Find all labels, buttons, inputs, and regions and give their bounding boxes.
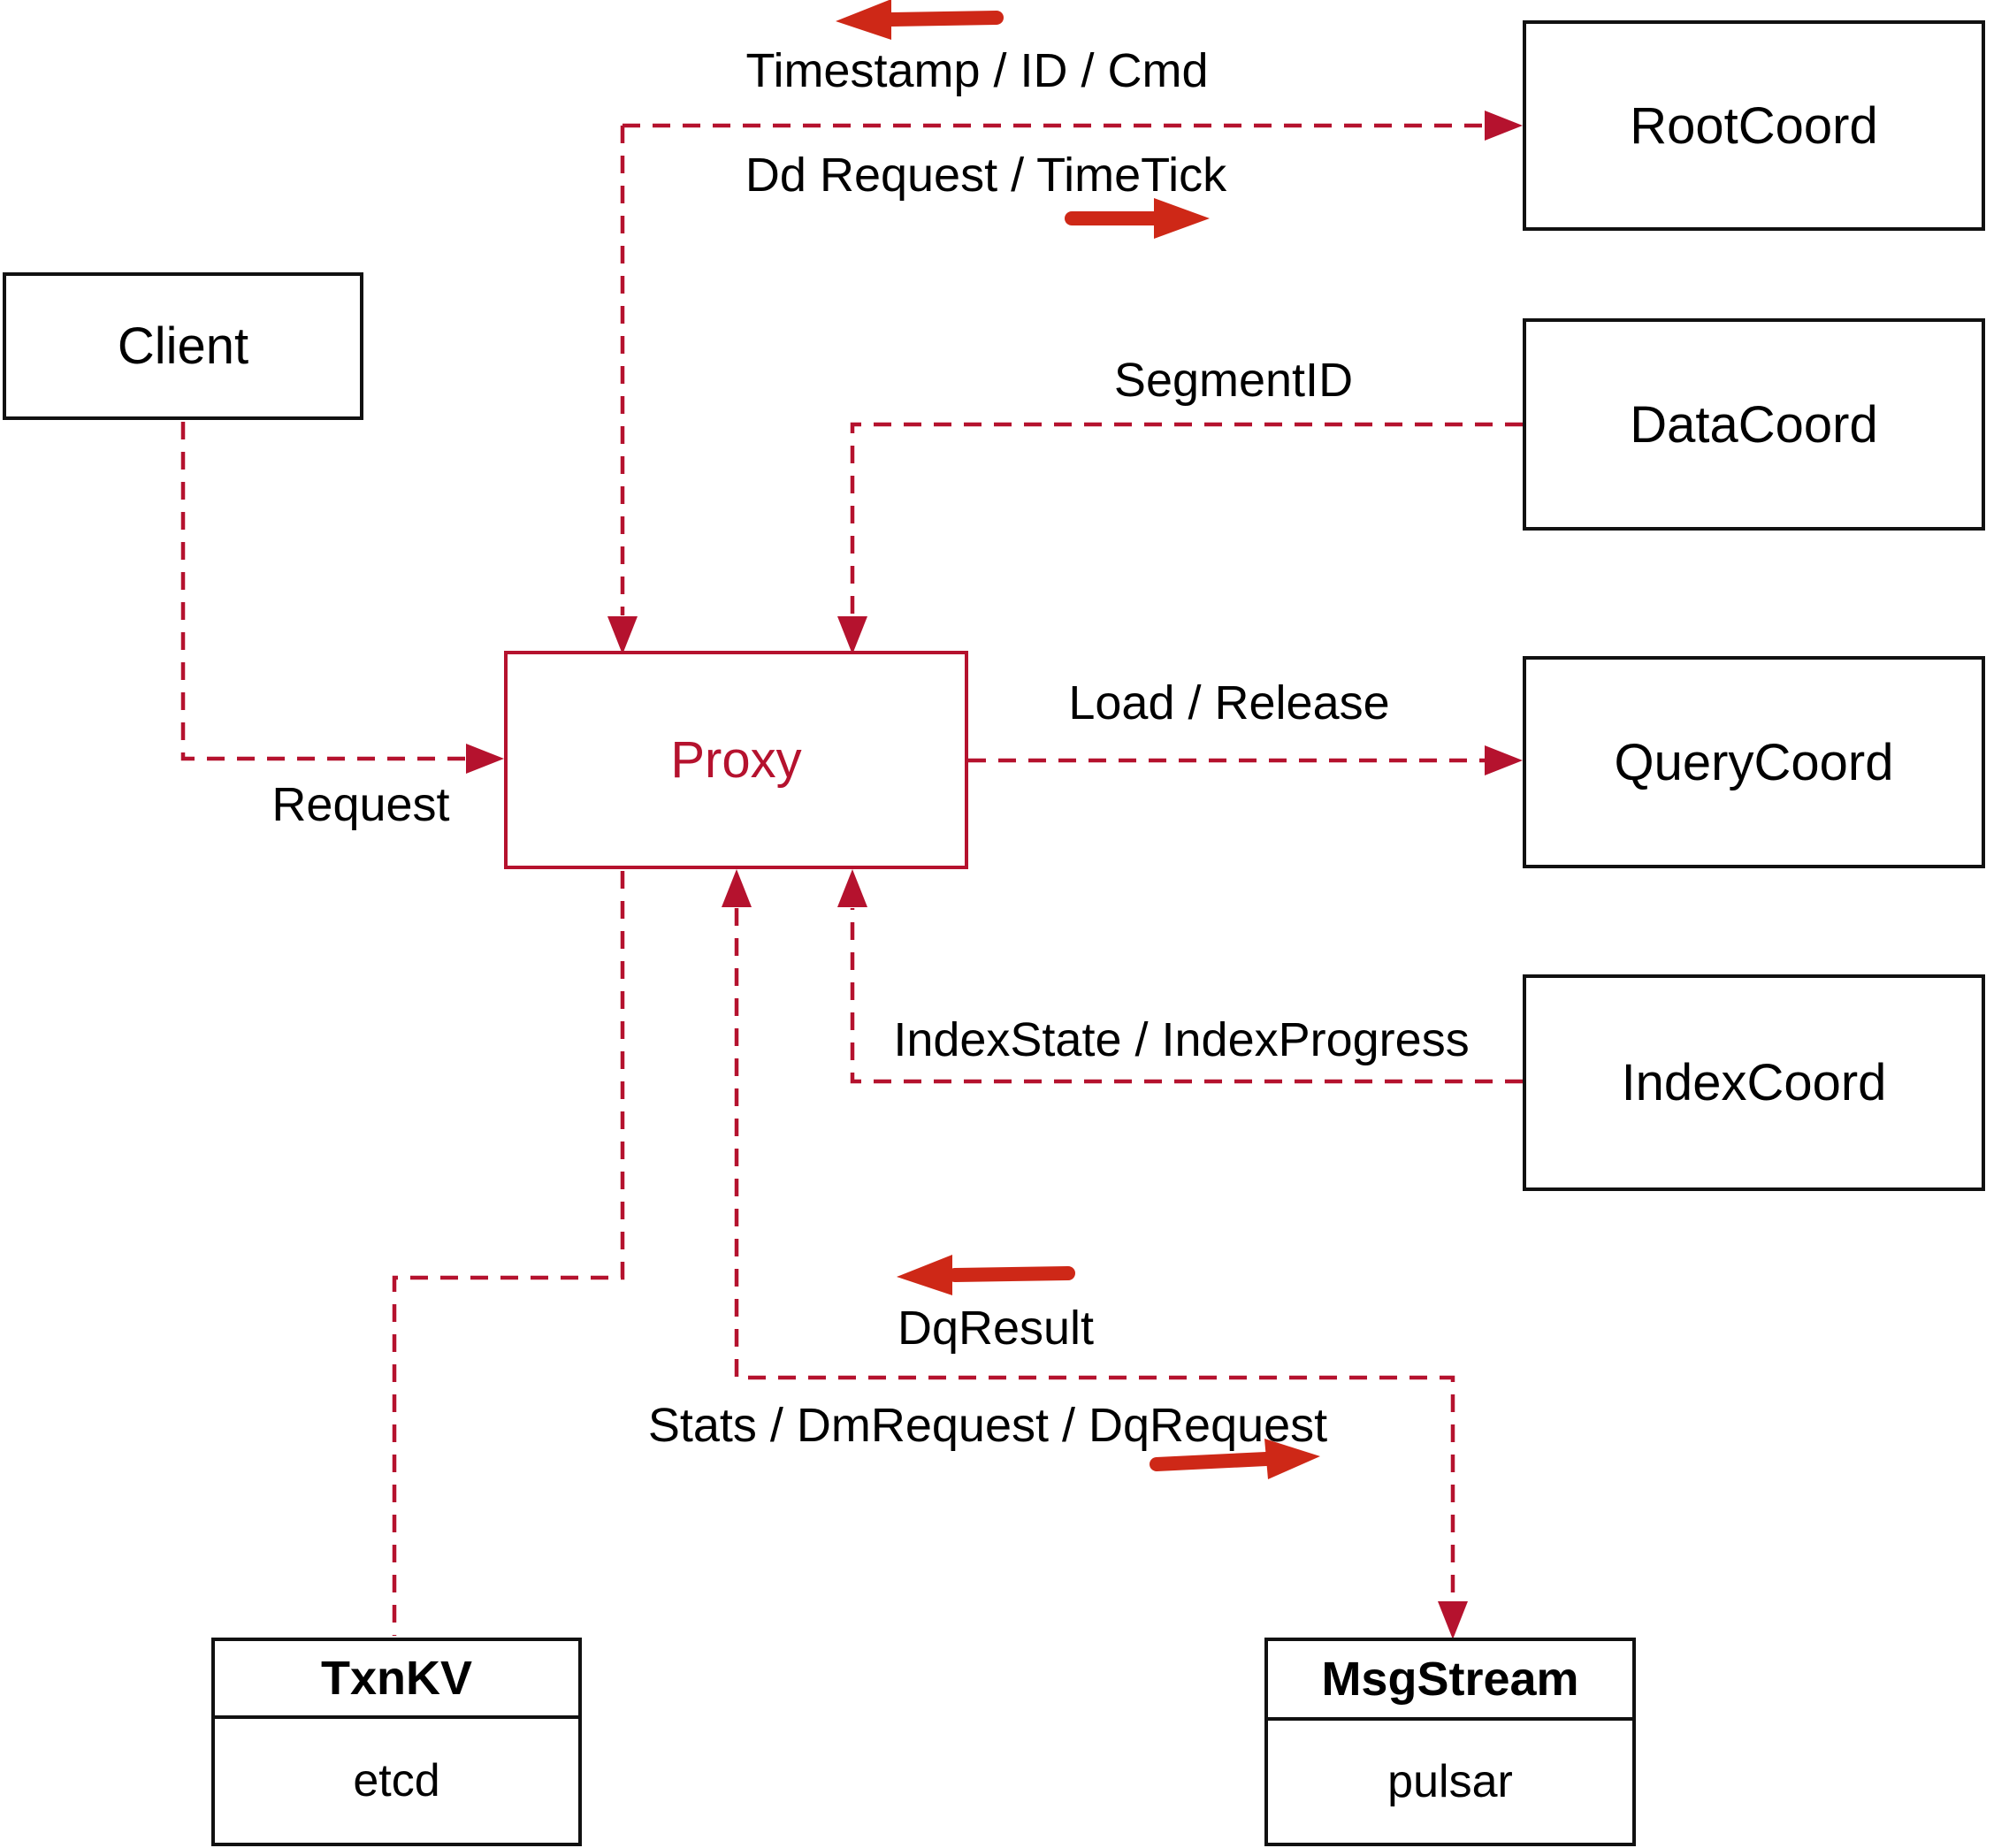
edge-label-stats-dmrequest-dqrequest: Stats / DmRequest / DqRequest bbox=[647, 1399, 1328, 1452]
msgstream-subtitle: pulsar bbox=[1387, 1756, 1513, 1807]
arrowhead-into-proxy-top-right-icon bbox=[837, 616, 867, 654]
arrowhead-into-proxy-left-icon bbox=[466, 744, 504, 774]
edge-label-indexstate-indexprogress: IndexState / IndexProgress bbox=[893, 1013, 1470, 1066]
txnkv-subtitle: etcd bbox=[353, 1755, 440, 1806]
edge-client-proxy bbox=[180, 422, 465, 761]
msgstream-title: MsgStream bbox=[1268, 1641, 1632, 1721]
edge-proxy-msgstream bbox=[734, 908, 1455, 1600]
txnkv-title: TxnKV bbox=[215, 1641, 578, 1719]
node-indexcoord: IndexCoord bbox=[1523, 974, 1985, 1191]
node-txnkv: TxnKV etcd bbox=[211, 1638, 582, 1846]
arrowheads bbox=[466, 111, 1523, 1639]
arrowhead-into-proxy-bottom-mid-icon bbox=[722, 869, 752, 907]
edge-label-timestamp-id-cmd: Timestamp / ID / Cmd bbox=[745, 44, 1209, 97]
edge-label-segmentid: SegmentID bbox=[1113, 354, 1354, 407]
node-querycoord: QueryCoord bbox=[1523, 656, 1985, 868]
node-querycoord-label: QueryCoord bbox=[1614, 733, 1894, 791]
edge-label-request: Request bbox=[271, 778, 450, 831]
edge-indexcoord-proxy bbox=[850, 908, 1523, 1084]
edge-label-dqresult: DqResult bbox=[897, 1302, 1095, 1355]
edge-label-dd-request-timetick: Dd Request / TimeTick bbox=[745, 149, 1227, 202]
node-datacoord-label: DataCoord bbox=[1630, 395, 1878, 454]
node-client-label: Client bbox=[117, 317, 249, 375]
node-proxy-label: Proxy bbox=[670, 731, 802, 789]
node-indexcoord-label: IndexCoord bbox=[1621, 1054, 1887, 1111]
left-arrow-timestamp-icon bbox=[836, 0, 1004, 40]
arrowhead-into-proxy-bottom-right-icon bbox=[837, 869, 867, 907]
direction-arrows bbox=[836, 0, 1320, 1479]
arrowhead-into-proxy-top-left-icon bbox=[607, 616, 638, 654]
node-rootcoord-label: RootCoord bbox=[1630, 96, 1878, 155]
edge-proxy-txnkv bbox=[392, 871, 625, 1636]
right-arrow-stats-icon bbox=[1150, 1439, 1320, 1479]
node-proxy: Proxy bbox=[504, 651, 968, 869]
arrowhead-into-msgstream-icon bbox=[1438, 1601, 1468, 1639]
node-rootcoord: RootCoord bbox=[1523, 20, 1985, 231]
arrowhead-into-rootcoord-icon bbox=[1485, 111, 1523, 141]
node-datacoord: DataCoord bbox=[1523, 318, 1985, 531]
edge-datacoord-proxy bbox=[850, 422, 1523, 615]
node-client: Client bbox=[3, 272, 363, 420]
node-msgstream: MsgStream pulsar bbox=[1264, 1638, 1636, 1846]
right-arrow-ddrequest-icon bbox=[1065, 198, 1210, 239]
left-arrow-dqresult-icon bbox=[897, 1255, 1075, 1295]
edge-label-load-release: Load / Release bbox=[1068, 676, 1390, 729]
arrowhead-into-querycoord-icon bbox=[1485, 745, 1523, 775]
